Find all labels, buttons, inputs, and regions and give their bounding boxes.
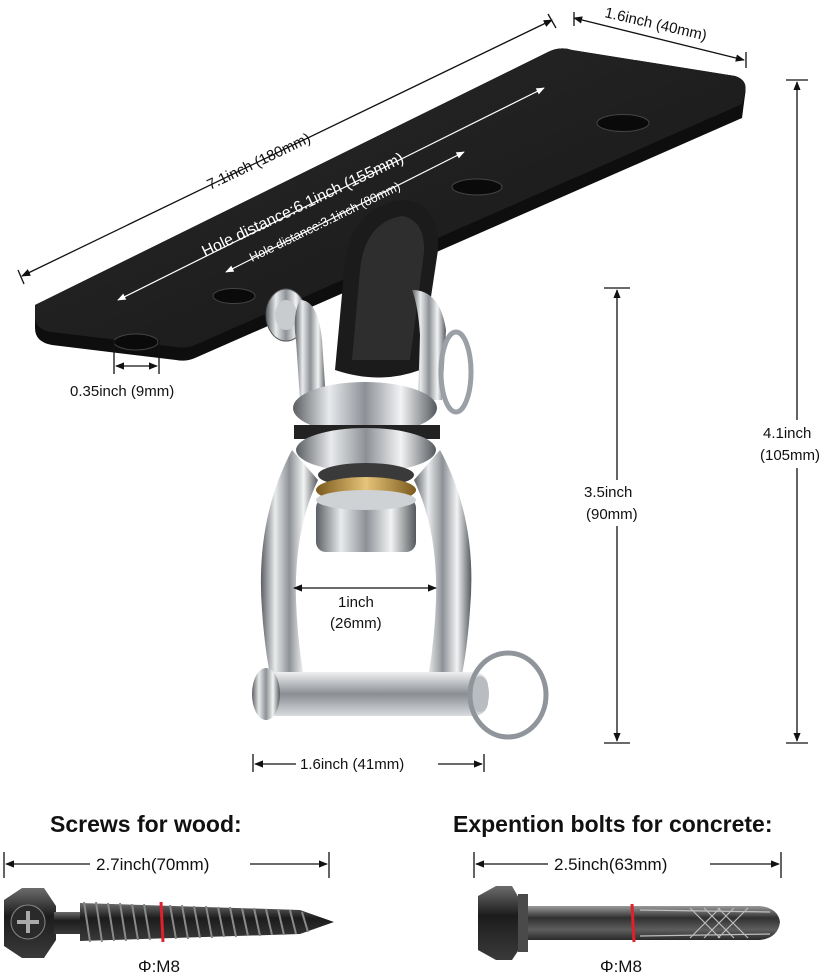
hole-diameter-label: 0.35inch (9mm) [70,383,174,400]
concrete-bolt-length-label: 2.5inch(63mm) [554,855,667,874]
lower-split-ring [467,650,549,740]
wood-screw-diameter-label: Φ:M8 [138,957,180,976]
upper-split-ring [438,329,474,415]
swivel-height-inch-label: 3.5inch [584,484,632,501]
plate-hole-3 [451,178,503,196]
total-height-mm-label: (105mm) [760,447,820,464]
wood-screw-length-label: 2.7inch(70mm) [96,855,209,874]
total-height-dimension: 4.1inch (105mm) [755,79,835,744]
shackle-width-label: 1.6inch (41mm) [300,756,404,773]
plate-hole-4 [596,114,650,132]
swivel-height-mm-label: (90mm) [586,506,638,523]
total-height-inch-label: 4.1inch [763,425,811,442]
hole-diameter-dimension: 0.35inch (9mm) [70,340,174,400]
wood-screw-section: Screws for wood: 2.7inch(70mm) [3,811,334,976]
plate-hole-2 [212,288,256,304]
shackle-width-dimension: 1.6inch (41mm) [252,754,485,773]
expansion-bolt-image [478,886,780,960]
shackle-opening-mm-label: (26mm) [330,615,382,632]
wood-screw-image [4,888,334,958]
shackle-opening-dimension: 1inch (26mm) [293,584,437,632]
concrete-bolt-section: Expention bolts for concrete: 2.5inch(63… [453,811,782,976]
wood-screw-title: Screws for wood: [50,811,242,837]
plate-hole-1 [113,333,159,351]
concrete-bolt-title: Expention bolts for concrete: [453,811,772,837]
shackle-opening-inch-label: 1inch [338,594,374,611]
swivel-height-dimension: 3.5inch (90mm) [578,287,658,744]
concrete-bolt-diameter-label: Φ:M8 [600,957,642,976]
